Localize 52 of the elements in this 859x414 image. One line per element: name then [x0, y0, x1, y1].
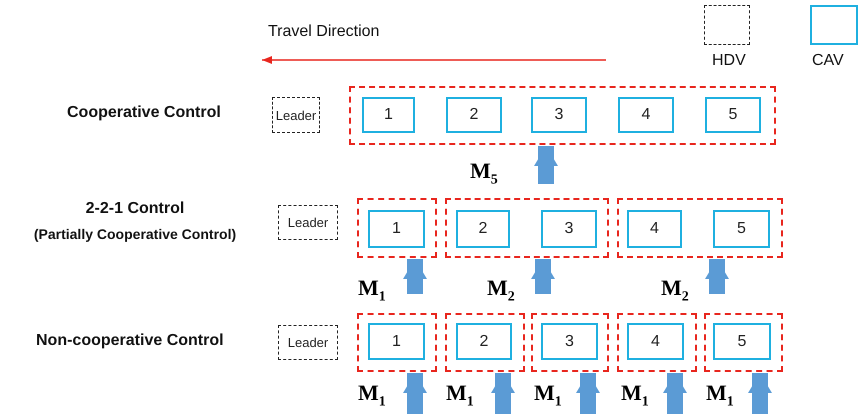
vehicle-box: 5	[705, 97, 761, 133]
vehicle-box: 4	[618, 97, 674, 133]
leader-vehicle-box: Leader	[278, 325, 338, 360]
block-arrow	[576, 373, 600, 414]
vehicle-box: 1	[362, 97, 415, 133]
control-group-box	[445, 198, 609, 258]
control-group-box	[357, 198, 437, 258]
control-group-box	[617, 198, 783, 258]
vehicle-box: 5	[713, 323, 771, 360]
edge-label: M$_{1}$	[446, 380, 474, 410]
vehicle-box: 3	[541, 210, 597, 248]
vehicle-box: 4	[627, 210, 682, 248]
row-label: Non-cooperative Control	[36, 332, 224, 350]
row-label: Cooperative Control	[67, 104, 221, 122]
block-arrow	[663, 373, 687, 414]
block-arrow	[531, 259, 555, 294]
edge-label: M$_{5}$	[470, 158, 498, 188]
block-arrow	[748, 373, 772, 414]
row-label: (Partially Cooperative Control)	[32, 226, 238, 242]
control-group-box	[349, 86, 776, 145]
vehicle-box: 2	[446, 97, 502, 133]
vehicle-box: 2	[456, 323, 512, 360]
block-arrow	[491, 373, 515, 414]
vehicle-box: 5	[713, 210, 770, 248]
edge-label: M$_{1}$	[621, 380, 649, 410]
block-arrow	[705, 259, 729, 294]
vehicle-box: 1	[368, 323, 425, 360]
edge-label: M$_{1}$	[534, 380, 562, 410]
leader-vehicle-box: Leader	[278, 205, 338, 240]
vehicle-box: 2	[456, 210, 510, 248]
block-arrow	[403, 373, 427, 414]
control-group-box	[445, 313, 525, 372]
edge-label: M$_{2}$	[661, 275, 689, 306]
row-label: 2-2-1 Control	[84, 200, 186, 218]
edge-label: M$_{1}$	[358, 380, 386, 410]
edge-label: M$_{1}$	[706, 380, 734, 410]
control-group-box	[531, 313, 609, 372]
block-arrow	[534, 146, 558, 184]
edge-label: M$_{2}$	[487, 275, 515, 306]
edge-label: M$_{1}$	[358, 275, 386, 306]
vehicle-box: 3	[531, 97, 587, 133]
direction-label: Travel Direction	[268, 23, 380, 41]
vehicle-box: 1	[368, 210, 425, 248]
control-group-box	[617, 313, 697, 372]
vehicle-box: 4	[627, 323, 684, 360]
legend-label: HDV	[712, 52, 746, 70]
leader-vehicle-box: Leader	[272, 97, 320, 133]
block-arrow	[403, 259, 427, 294]
control-group-box	[357, 313, 437, 372]
legend-label: CAV	[812, 52, 844, 70]
vehicle-box: 3	[541, 323, 598, 360]
control-group-box	[704, 313, 783, 372]
